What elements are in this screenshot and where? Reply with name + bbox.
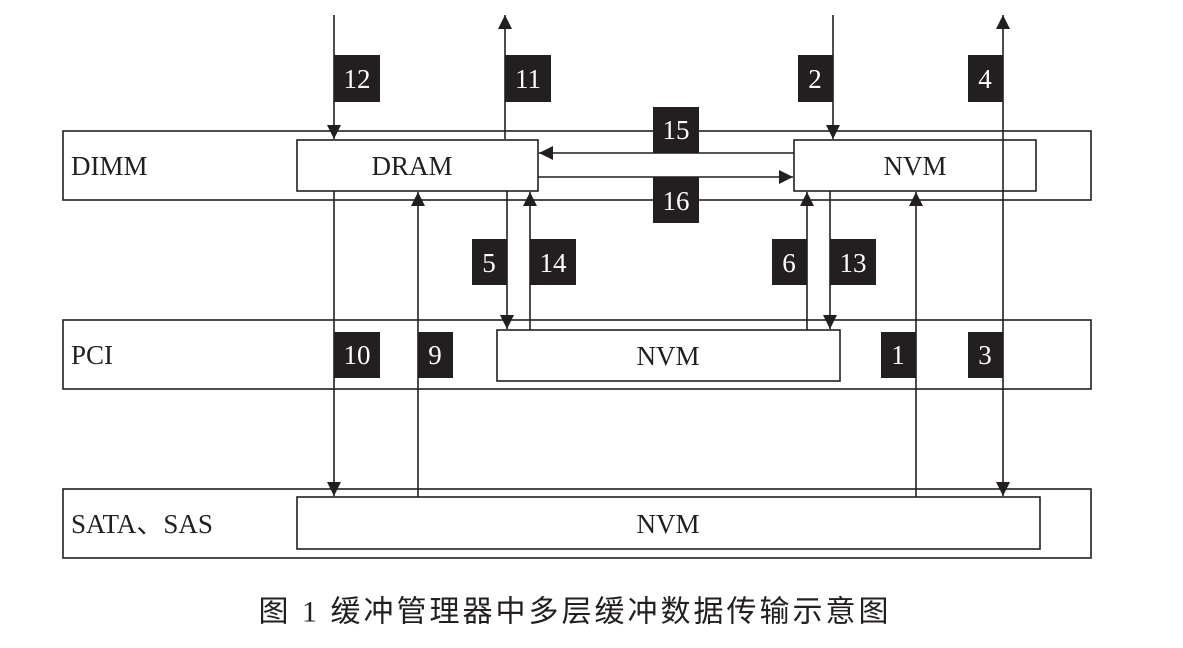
badge-6-text: 6: [782, 248, 796, 278]
badge-11-text: 11: [515, 64, 541, 94]
dimm-layer-label: DIMM: [71, 151, 148, 181]
figure-caption: 图 1 缓冲管理器中多层缓冲数据传输示意图: [259, 596, 892, 629]
badge-5-text: 5: [482, 248, 496, 278]
badge-9-text: 9: [428, 340, 442, 370]
badge-11: 11: [505, 55, 551, 102]
badge-12: 12: [334, 55, 380, 102]
badge-2: 2: [798, 55, 833, 102]
dimm-nvm-label: NVM: [883, 151, 946, 181]
badge-2-text: 2: [808, 64, 822, 94]
badge-13: 15: [653, 107, 699, 153]
badge-15: 13: [830, 239, 876, 285]
badge-10: 10: [334, 332, 380, 378]
pci-nvm-label: NVM: [636, 341, 699, 371]
badge-3: 3: [968, 332, 1003, 378]
badge-4-text: 4: [978, 64, 992, 94]
badge-9: 9: [418, 332, 453, 378]
badge-16-text: 14: [540, 248, 568, 278]
dram-label: DRAM: [371, 151, 452, 181]
sata-nvm-box: [296, 496, 1041, 550]
badge-1: 1: [881, 332, 916, 378]
dimm-nvm-box: [793, 139, 1037, 192]
badge-12-text: 12: [344, 64, 371, 94]
badge-6: 6: [772, 239, 807, 285]
sata-sas-layer-label: SATA、SAS: [71, 509, 213, 539]
badge-16: 14: [530, 239, 576, 285]
badge-1-text: 1: [891, 340, 905, 370]
sata-nvm-label: NVM: [636, 509, 699, 539]
badge-4: 4: [968, 55, 1003, 102]
badge-3-text: 3: [978, 340, 992, 370]
badge-14: 16: [653, 177, 699, 223]
badge-13-text: 15: [663, 115, 690, 145]
badge-14-text: 16: [663, 186, 690, 216]
pci-nvm-box: [496, 329, 841, 382]
dram-box: [296, 139, 539, 192]
pci-layer-label: PCI: [71, 340, 113, 370]
badge-5: 5: [472, 239, 507, 285]
badge-15-text: 13: [840, 248, 867, 278]
badge-10-text: 10: [344, 340, 371, 370]
